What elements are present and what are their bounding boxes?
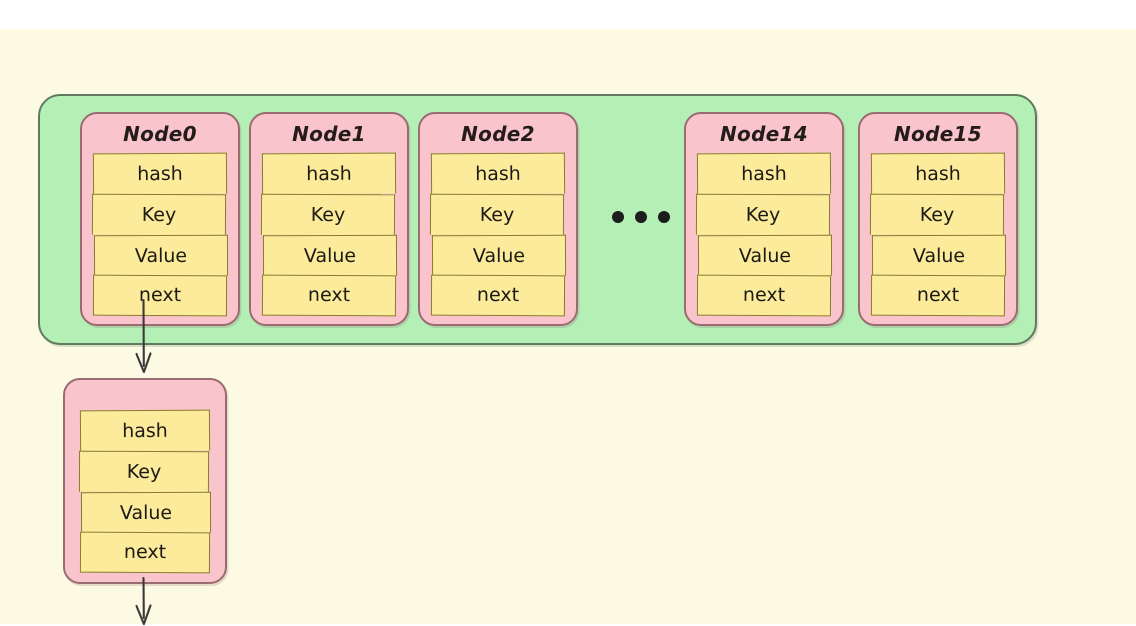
node-2-field-next: next bbox=[430, 274, 566, 317]
node-15[interactable]: Node15 hash Key Value next bbox=[858, 112, 1018, 326]
node-2-title: Node2 bbox=[461, 122, 535, 146]
node-0-field-key: Key bbox=[91, 193, 227, 235]
ellipsis-indicator bbox=[612, 211, 670, 223]
chained-node[interactable]: hash Key Value next bbox=[63, 378, 227, 584]
chained-node-field-hash: hash bbox=[79, 409, 211, 452]
chained-node-field-value: Value bbox=[80, 491, 212, 533]
node-1[interactable]: Node1 hash Key Value next bbox=[249, 112, 409, 326]
node-2[interactable]: Node2 hash Key Value next bbox=[418, 112, 578, 326]
node-15-field-hash: hash bbox=[870, 152, 1006, 195]
node-1-field-key: Key bbox=[260, 193, 396, 235]
chained-node-field-key: Key bbox=[78, 450, 210, 492]
node-15-field-next: next bbox=[870, 274, 1006, 317]
top-white-strip bbox=[0, 0, 1136, 29]
node-1-field-next: next bbox=[261, 274, 397, 317]
node-0-field-value: Value bbox=[93, 234, 229, 276]
arrow-node0-to-chained bbox=[128, 298, 162, 386]
node-15-field-value: Value bbox=[871, 234, 1007, 276]
node-14-field-value: Value bbox=[697, 234, 833, 276]
node-0-title: Node0 bbox=[123, 122, 197, 146]
node-1-field-hash: hash bbox=[261, 152, 397, 195]
node-15-fields: hash Key Value next bbox=[869, 152, 1007, 317]
node-2-field-value: Value bbox=[431, 234, 567, 276]
node-14[interactable]: Node14 hash Key Value next bbox=[684, 112, 844, 326]
node-14-title: Node14 bbox=[720, 122, 808, 146]
node-14-field-key: Key bbox=[695, 193, 831, 235]
node-14-field-next: next bbox=[696, 274, 832, 317]
ellipsis-dot-3 bbox=[658, 211, 670, 223]
node-2-field-hash: hash bbox=[430, 152, 566, 195]
node-15-title: Node15 bbox=[894, 122, 982, 146]
node-1-fields: hash Key Value next bbox=[260, 152, 398, 317]
node-1-title: Node1 bbox=[292, 122, 366, 146]
node-0-field-hash: hash bbox=[92, 152, 228, 195]
node-15-field-key: Key bbox=[869, 193, 1005, 235]
node-2-fields: hash Key Value next bbox=[429, 152, 567, 317]
node-14-fields: hash Key Value next bbox=[695, 152, 833, 317]
ellipsis-dot-2 bbox=[635, 211, 647, 223]
node-2-field-key: Key bbox=[429, 193, 565, 235]
chained-node-field-next: next bbox=[79, 531, 211, 574]
ellipsis-dot-1 bbox=[612, 211, 624, 223]
chained-node-fields: hash Key Value next bbox=[78, 409, 212, 574]
node-1-field-value: Value bbox=[262, 234, 398, 276]
arrow-chained-to-next bbox=[128, 576, 162, 626]
node-0[interactable]: Node0 hash Key Value next bbox=[80, 112, 240, 326]
node-0-fields: hash Key Value next bbox=[91, 152, 229, 317]
node-14-field-hash: hash bbox=[696, 152, 832, 195]
bucket-array-container: Node0 hash Key Value next Node1 hash Key… bbox=[38, 94, 1037, 345]
